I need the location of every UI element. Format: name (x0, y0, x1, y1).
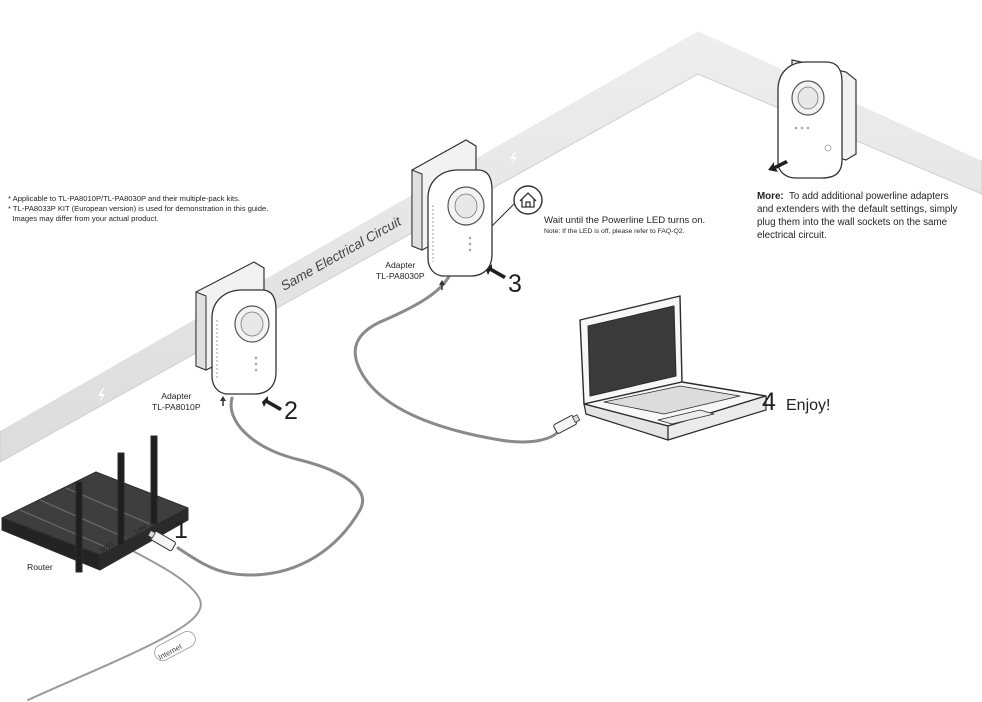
adapter-additional (777, 59, 857, 179)
laptop (579, 295, 767, 441)
step-2-number: 2 (284, 397, 298, 425)
wait-instruction: Wait until the Powerline LED turns on. (544, 215, 706, 226)
note-line: * TL-PA8033P KIT (European version) is u… (8, 204, 269, 213)
lightning-icon (510, 151, 517, 167)
more-label: More: (757, 191, 784, 202)
internet-tag (154, 631, 196, 661)
internet-cable (27, 539, 202, 701)
router-label: Router (27, 562, 53, 572)
note-line: Images may differ from your actual produ… (8, 214, 159, 223)
more-text: To add additional powerline adapters and… (757, 191, 958, 241)
note-line: * Applicable to TL-PA8010P/TL-PA8030P an… (8, 194, 241, 203)
adapter-2-title: Adapter (385, 260, 416, 270)
more-info: More: To add additional powerline adapte… (757, 190, 967, 242)
adapter-2-port-arrow (439, 280, 445, 290)
adapter-2-model: TL-PA8030P (376, 271, 425, 281)
wait-note: Note: If the LED is off, please refer to… (544, 228, 685, 235)
cable (176, 268, 562, 577)
step-1-number: 1 (174, 516, 188, 544)
lightning-icon (98, 388, 105, 404)
ethernet-plug (147, 529, 176, 552)
applicability-notes: * Applicable to TL-PA8010P/TL-PA8030P an… (8, 194, 268, 224)
ethernet-plug (553, 414, 581, 434)
step-4-number: 4 (762, 388, 776, 416)
adapter-1-label: Adapter TL-PA8010P (152, 391, 201, 413)
adapter-2-label: Adapter TL-PA8030P (376, 260, 425, 282)
enjoy-label: Enjoy! (786, 397, 831, 414)
adapter-tl-pa8030p (411, 139, 493, 277)
home-icon (491, 185, 543, 227)
router (1, 435, 189, 573)
adapter-1-title: Adapter (161, 391, 192, 401)
step-3-number: 3 (508, 270, 522, 298)
adapter-1-port-arrow (220, 396, 226, 406)
adapter-tl-pa8010p (195, 261, 277, 395)
adapter-1-model: TL-PA8010P (152, 402, 201, 412)
arrow-icon (262, 160, 788, 411)
